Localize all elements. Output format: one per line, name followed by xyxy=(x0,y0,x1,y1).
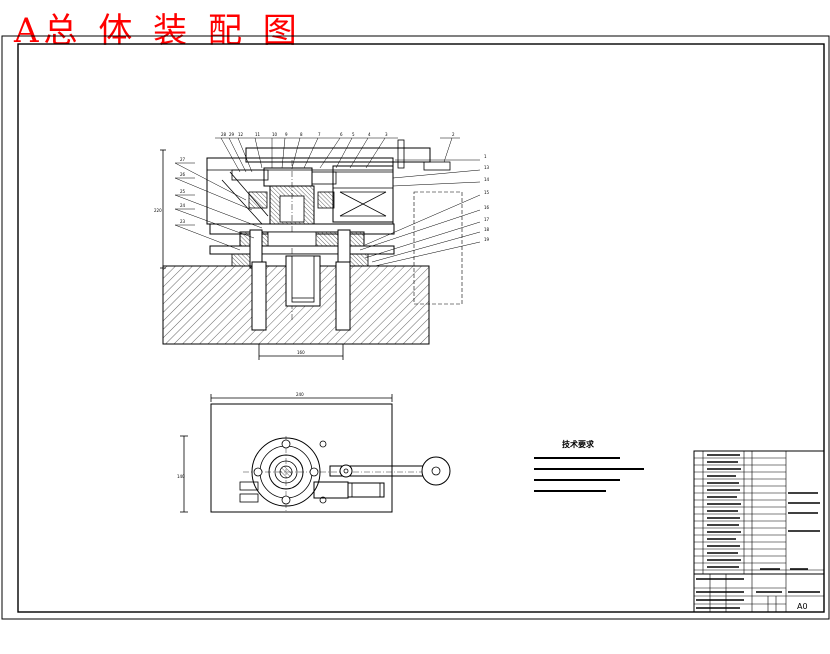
bom-rows xyxy=(694,457,824,571)
svg-text:15: 15 xyxy=(484,190,490,195)
svg-text:3: 3 xyxy=(385,132,388,137)
svg-text:24: 24 xyxy=(180,203,186,208)
svg-text:220: 220 xyxy=(154,208,162,213)
svg-text:10: 10 xyxy=(272,132,278,137)
svg-text:27: 27 xyxy=(180,157,186,162)
technical-requirements-notes: 技术要求 xyxy=(534,439,644,492)
svg-text:6: 6 xyxy=(340,132,343,137)
svg-text:26: 26 xyxy=(180,172,186,177)
page-title: A总 体 装 配 图 xyxy=(14,11,302,51)
front-view-annotations: 28 29 12 11 10 9 8 7 6 5 4 3 2 1 13 14 1… xyxy=(154,132,490,355)
svg-text:25: 25 xyxy=(180,189,186,194)
svg-text:19: 19 xyxy=(484,237,490,242)
svg-text:18: 18 xyxy=(484,227,490,232)
technical-requirements-heading: 技术要求 xyxy=(562,439,595,449)
top-view-annotations: 240 140 xyxy=(177,392,304,479)
svg-text:240: 240 xyxy=(296,392,304,397)
svg-text:7: 7 xyxy=(318,132,321,137)
svg-text:160: 160 xyxy=(297,350,305,355)
top-plan-view xyxy=(180,394,451,513)
note-lines xyxy=(534,457,644,492)
svg-text:1: 1 xyxy=(484,154,487,159)
svg-text:5: 5 xyxy=(352,132,355,137)
svg-text:11: 11 xyxy=(255,132,261,137)
svg-text:2: 2 xyxy=(452,132,455,137)
title-block xyxy=(693,450,825,613)
sheet-size-label-group: A0 xyxy=(797,602,808,611)
sheet-size-label: A0 xyxy=(797,602,808,611)
svg-text:16: 16 xyxy=(484,205,490,210)
svg-text:28: 28 xyxy=(221,132,227,137)
part-leaders-top xyxy=(215,137,460,173)
svg-text:12: 12 xyxy=(238,132,244,137)
svg-text:17: 17 xyxy=(484,217,490,222)
svg-text:14: 14 xyxy=(484,177,490,182)
part-leaders-left xyxy=(174,162,263,251)
svg-text:8: 8 xyxy=(300,132,303,137)
sheet-border xyxy=(1,35,830,620)
front-section-view xyxy=(160,137,481,360)
svg-text:13: 13 xyxy=(484,165,490,170)
svg-text:4: 4 xyxy=(368,132,371,137)
svg-text:23: 23 xyxy=(180,219,186,224)
svg-text:9: 9 xyxy=(285,132,288,137)
svg-text:29: 29 xyxy=(229,132,235,137)
bom-text-marks xyxy=(696,454,820,609)
svg-text:140: 140 xyxy=(177,474,185,479)
